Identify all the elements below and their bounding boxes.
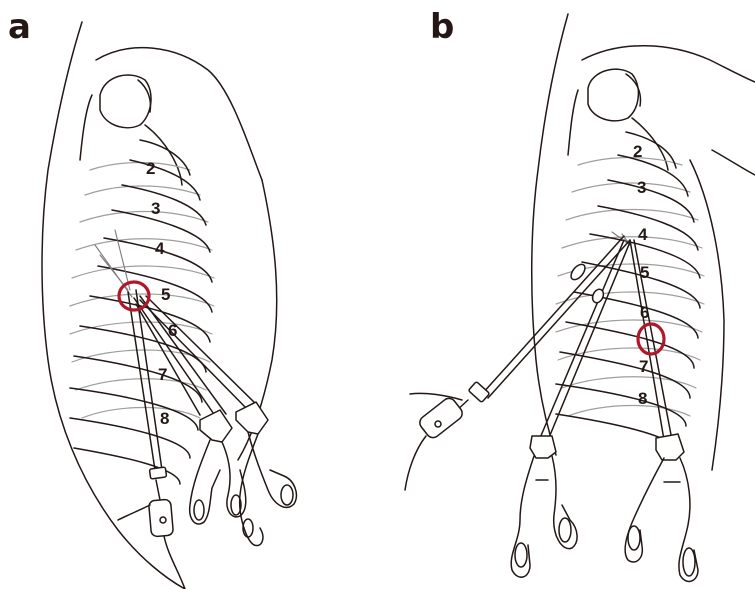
rib-label-5: 5 [161,285,170,304]
rib-label-3: 3 [151,199,160,218]
thoracoscope-b [405,236,630,490]
rib-label-7: 7 [158,365,167,384]
rib-label-2: 2 [146,159,155,178]
rib-label-2: 2 [633,142,642,161]
rib-label-4: 4 [155,239,165,258]
rib-label-8: 8 [160,409,169,428]
surgical-grasper-right-b [625,240,698,581]
panel-label-b: b [430,7,454,47]
panel-b: b [405,7,755,581]
rib-label-4: 4 [638,225,648,244]
rib-label-8: 8 [638,389,647,408]
port-marker-a [119,282,149,310]
rib-label-7: 7 [639,357,648,376]
rib-label-3: 3 [637,178,646,197]
surgical-grasper-left-b [511,240,630,577]
panel-label-a: a [8,7,31,47]
panel-a: a [8,7,296,589]
